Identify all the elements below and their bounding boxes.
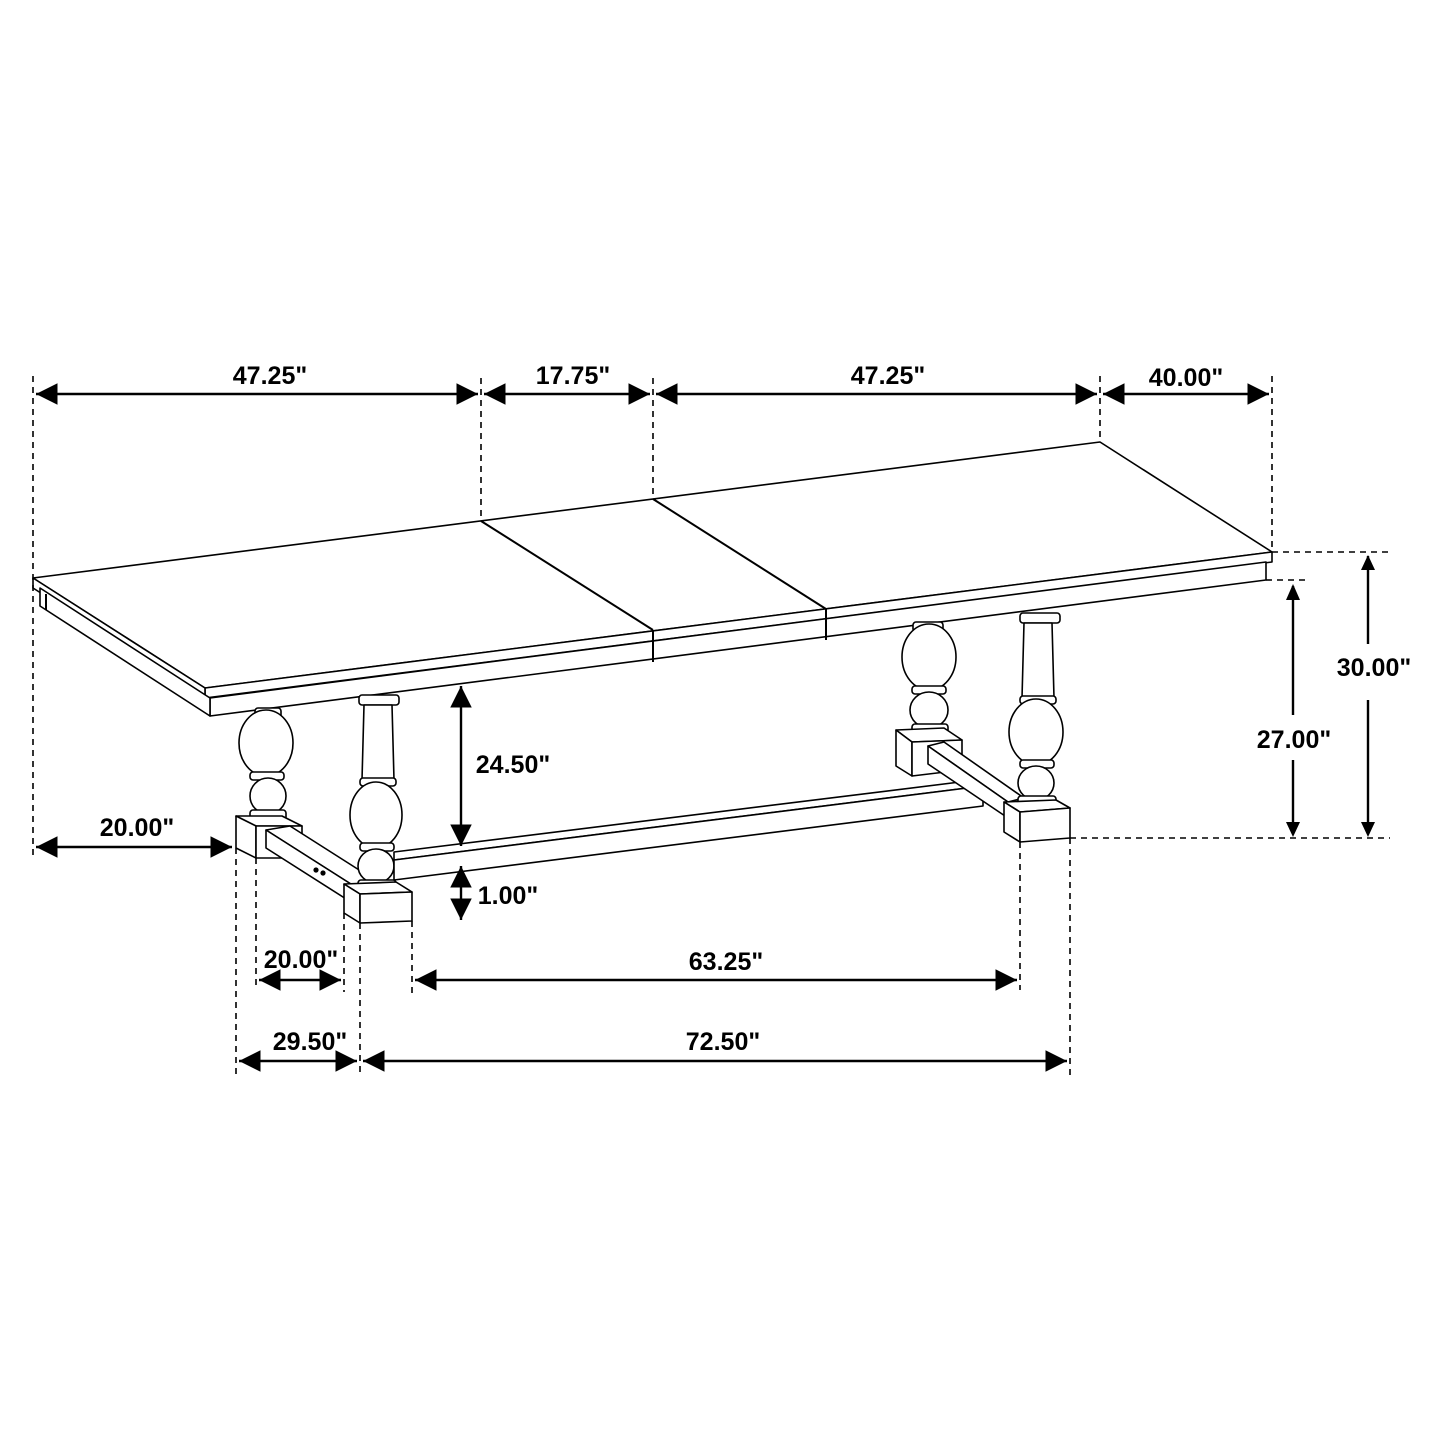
dim-foot-depth: 29.50" bbox=[273, 1028, 347, 1056]
tabletop bbox=[32, 441, 1273, 717]
dim-overhang: 20.00" bbox=[100, 814, 174, 842]
left-pedestal bbox=[235, 694, 413, 924]
extension-lines bbox=[32, 376, 1390, 1076]
dim-apron-clearance: 27.00" bbox=[1257, 726, 1331, 754]
dim-foot-inner: 20.00" bbox=[264, 946, 338, 974]
dim-depth-top: 40.00" bbox=[1149, 364, 1223, 392]
dim-total-height: 30.00" bbox=[1337, 654, 1411, 682]
dim-base-length: 72.50" bbox=[686, 1028, 760, 1056]
dim-leaf-right: 47.25" bbox=[851, 362, 925, 390]
dim-leaf-center: 17.75" bbox=[536, 362, 610, 390]
dim-leaf-left: 47.25" bbox=[233, 362, 307, 390]
dimension-labels: 47.25" 17.75" 47.25" 40.00" 30.00" 27.00… bbox=[100, 362, 1411, 1056]
dimension-arrows bbox=[35, 383, 1375, 1072]
dim-between-feet: 63.25" bbox=[689, 948, 763, 976]
dim-stretcher-to-apron: 24.50" bbox=[476, 751, 550, 779]
right-pedestal bbox=[895, 612, 1071, 843]
long-stretcher bbox=[393, 779, 984, 881]
dim-stretcher-clearance: 1.00" bbox=[478, 882, 539, 910]
